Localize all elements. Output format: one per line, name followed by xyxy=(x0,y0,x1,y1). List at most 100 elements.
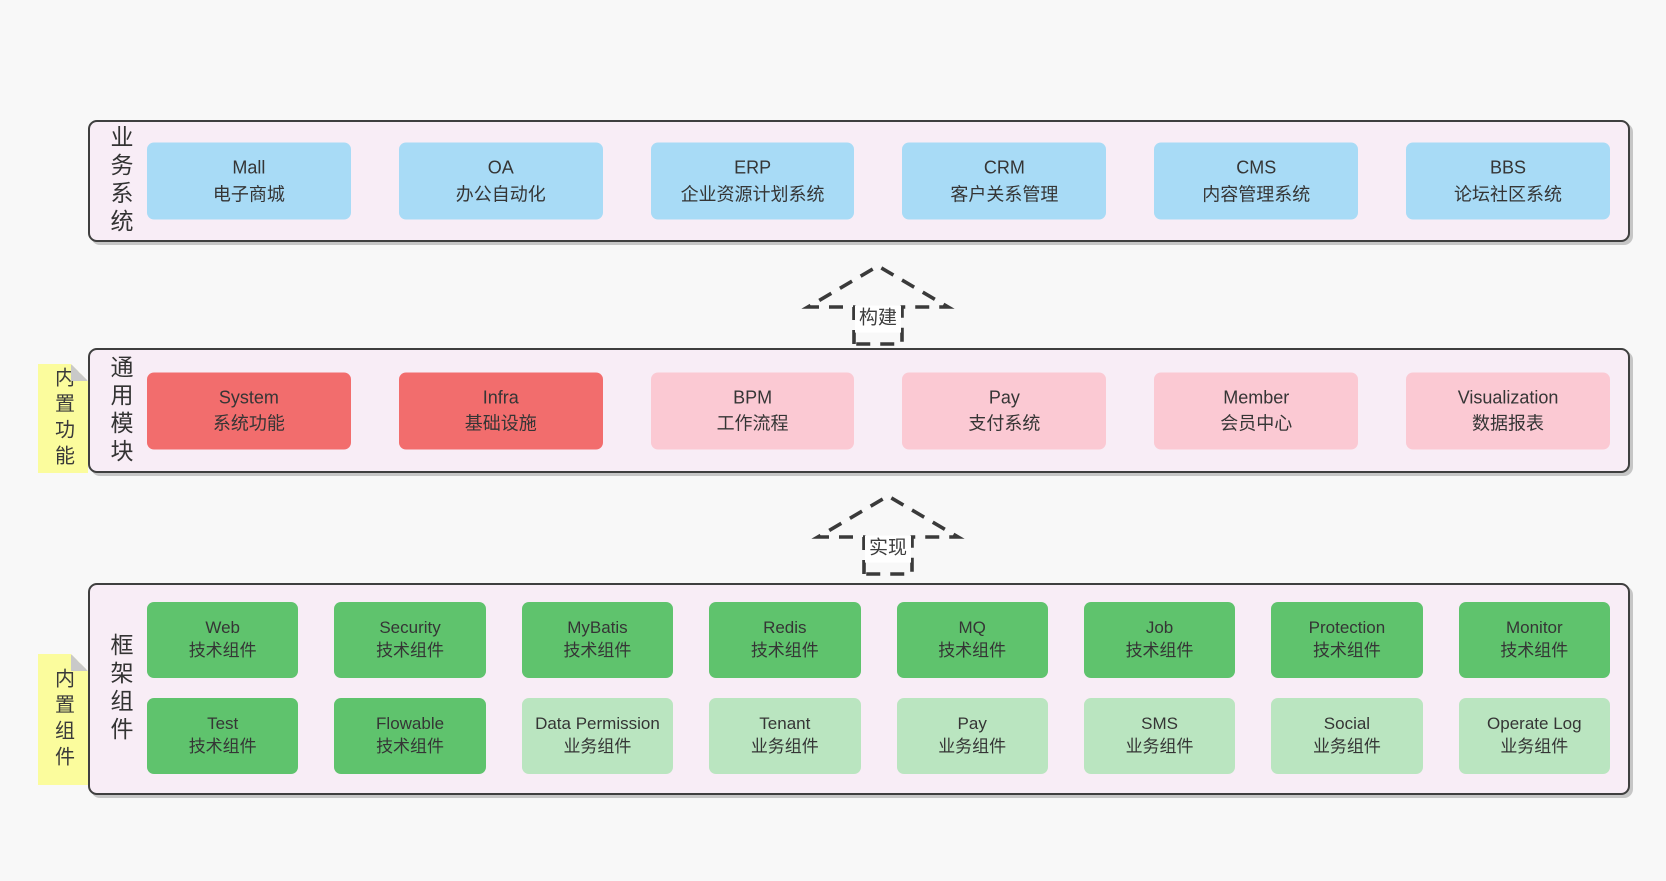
box-title: Tenant xyxy=(759,714,811,734)
up-arrow-dashed-icon xyxy=(811,493,965,576)
box-title: Visualization xyxy=(1457,387,1559,408)
box-web: Web 技术组件 xyxy=(147,602,299,678)
box-subtitle: 内容管理系统 xyxy=(1202,184,1311,204)
box-title: ERP xyxy=(734,157,772,178)
box-bpm: BPM 工作流程 xyxy=(650,372,855,449)
box-title: CRM xyxy=(983,157,1025,178)
folded-corner-icon xyxy=(71,654,88,671)
box-bbs: BBS 论坛社区系统 xyxy=(1406,142,1610,220)
band-row: Mall 电子商城 OA 办公自动化 ERP 企业资源计划系统 CRM 客户关系… xyxy=(147,142,1610,220)
box-title: Flowable xyxy=(376,714,445,734)
band-rows: Web 技术组件 Security 技术组件 MyBatis 技术组件 Redi… xyxy=(147,602,1610,774)
band-label: 业务系统 xyxy=(107,125,133,237)
band-row: Test 技术组件 Flowable 技术组件 Data Permission … xyxy=(147,698,1610,774)
band-label: 框架组件 xyxy=(107,633,133,745)
box-protection: Protection 技术组件 xyxy=(1271,602,1423,678)
box-title: Security xyxy=(379,618,441,638)
box-subtitle: 基础设施 xyxy=(464,413,537,434)
box-title: Test xyxy=(207,714,239,734)
box-subtitle: 技术组件 xyxy=(938,641,1007,660)
box-title: MyBatis xyxy=(567,618,628,638)
folded-corner-icon xyxy=(71,364,88,381)
sticky-note-label: 内置组件 xyxy=(51,667,74,772)
box-subtitle: 技术组件 xyxy=(1312,641,1381,660)
box-subtitle: 技术组件 xyxy=(376,737,445,756)
box-crm: CRM 客户关系管理 xyxy=(902,142,1107,220)
box-subtitle: 技术组件 xyxy=(563,641,632,660)
implement-arrow-label: 实现 xyxy=(864,535,912,563)
band-framework-components: 框架组件 Web 技术组件 Security 技术组件 MyBatis 技术组件… xyxy=(88,583,1630,795)
box-subtitle: 业务组件 xyxy=(938,737,1007,756)
box-title: SMS xyxy=(1141,714,1178,734)
box-sms: SMS 业务组件 xyxy=(1083,698,1236,774)
box-title: MQ xyxy=(958,618,986,638)
box-subtitle: 论坛社区系统 xyxy=(1454,184,1563,204)
box-title: Pay xyxy=(957,714,987,734)
box-subtitle: 客户关系管理 xyxy=(950,184,1059,204)
box-subtitle: 数据报表 xyxy=(1472,413,1545,434)
box-mq: MQ 技术组件 xyxy=(896,602,1048,678)
box-title: BPM xyxy=(733,387,773,408)
band-row: Web 技术组件 Security 技术组件 MyBatis 技术组件 Redi… xyxy=(147,602,1610,678)
box-subtitle: 业务组件 xyxy=(1125,737,1194,756)
build-arrow-label: 构建 xyxy=(854,305,902,333)
box-title: OA xyxy=(487,157,514,178)
band-label: 通用模块 xyxy=(107,354,133,467)
box-monitor: Monitor 技术组件 xyxy=(1458,602,1610,678)
sticky-note-built-in-components: 内置组件 xyxy=(38,654,88,785)
box-system: System 系统功能 xyxy=(147,372,351,449)
box-flowable: Flowable 技术组件 xyxy=(334,698,486,774)
box-subtitle: 支付系统 xyxy=(968,413,1041,434)
box-title: Web xyxy=(205,618,241,638)
box-test: Test 技术组件 xyxy=(147,698,299,774)
box-mybatis: MyBatis 技术组件 xyxy=(521,602,674,678)
box-redis: Redis 技术组件 xyxy=(709,602,861,678)
band-business-systems: 业务系统 Mall 电子商城 OA 办公自动化 ERP 企业资源计划系统 CRM… xyxy=(88,120,1630,242)
box-social: Social 业务组件 xyxy=(1271,698,1423,774)
box-title: Job xyxy=(1145,618,1174,638)
box-title: BBS xyxy=(1490,157,1527,178)
box-subtitle: 企业资源计划系统 xyxy=(680,184,825,204)
box-title: Monitor xyxy=(1505,618,1563,638)
box-member: Member 会员中心 xyxy=(1154,372,1359,449)
box-infra: Infra 基础设施 xyxy=(398,372,603,449)
box-cms: CMS 内容管理系统 xyxy=(1154,142,1359,220)
box-tenant: Tenant 业务组件 xyxy=(709,698,861,774)
box-subtitle: 业务组件 xyxy=(750,737,819,756)
build-arrow: 构建 xyxy=(801,263,955,346)
box-subtitle: 办公自动化 xyxy=(455,184,546,204)
box-title: Social xyxy=(1323,714,1371,734)
box-subtitle: 技术组件 xyxy=(188,737,257,756)
band-row: System 系统功能 Infra 基础设施 BPM 工作流程 Pay 支付系统… xyxy=(147,372,1610,449)
box-operate-log: Operate Log 业务组件 xyxy=(1458,698,1610,774)
band-common-modules: 通用模块 System 系统功能 Infra 基础设施 BPM 工作流程 Pay… xyxy=(88,348,1630,473)
box-pay: Pay 支付系统 xyxy=(902,372,1107,449)
box-title: Mall xyxy=(232,157,266,178)
box-subtitle: 技术组件 xyxy=(1125,641,1194,660)
box-data-permission: Data Permission 业务组件 xyxy=(521,698,674,774)
box-erp: ERP 企业资源计划系统 xyxy=(650,142,855,220)
box-subtitle: 业务组件 xyxy=(1312,737,1381,756)
box-title: Protection xyxy=(1308,618,1386,638)
box-security: Security 技术组件 xyxy=(334,602,486,678)
box-title: System xyxy=(218,387,279,408)
box-subtitle: 系统功能 xyxy=(212,413,285,434)
box-title: Infra xyxy=(482,387,519,408)
box-visualization: Visualization 数据报表 xyxy=(1406,372,1610,449)
box-title: Pay xyxy=(988,387,1020,408)
box-title: Redis xyxy=(763,618,807,638)
box-subtitle: 业务组件 xyxy=(1500,737,1569,756)
box-title: Member xyxy=(1223,387,1290,408)
box-subtitle: 技术组件 xyxy=(376,641,445,660)
box-mall: Mall 电子商城 xyxy=(147,142,351,220)
box-title: CMS xyxy=(1236,157,1277,178)
box-pay-business: Pay 业务组件 xyxy=(896,698,1048,774)
box-job: Job 技术组件 xyxy=(1083,602,1236,678)
implement-arrow: 实现 xyxy=(811,493,965,576)
box-subtitle: 工作流程 xyxy=(716,413,789,434)
box-subtitle: 电子商城 xyxy=(212,184,285,204)
box-subtitle: 业务组件 xyxy=(563,737,632,756)
box-title: Data Permission xyxy=(535,714,660,734)
box-oa: OA 办公自动化 xyxy=(398,142,603,220)
